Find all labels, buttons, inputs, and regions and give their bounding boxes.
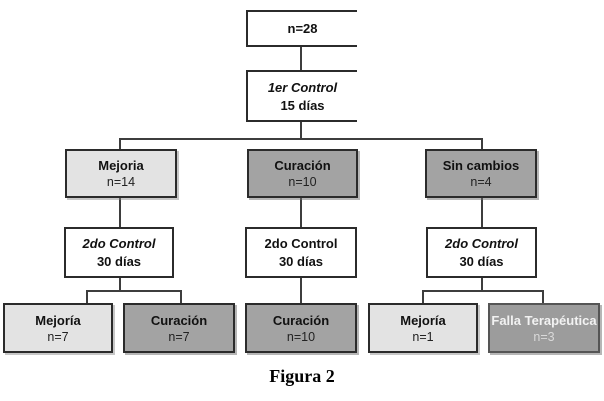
node-2do-control-mid-days: 30 días [278, 254, 324, 269]
node-sin-cambios-n4-count: n=4 [470, 175, 492, 189]
split-stub-falla [542, 290, 544, 304]
node-mejoria-n1-title: Mejoría [400, 312, 446, 328]
node-mejoria-n14-count: n=14 [106, 175, 136, 189]
node-sin-cambios-n4: Sin cambios n=4 [425, 149, 537, 198]
branch-stub-right [481, 138, 483, 150]
node-1er-control-days: 15 días [280, 97, 325, 113]
node-mejoria-n14: Mejoria n=14 [65, 149, 177, 198]
connector-mejoria-to-control2 [119, 198, 121, 227]
node-curacion-n10-outcome-count: n=10 [286, 329, 316, 344]
split-stub-mejoria1 [422, 290, 424, 304]
figure-caption: Figura 2 [269, 366, 335, 386]
node-curacion-n7-count: n=7 [168, 329, 190, 344]
node-mejoria-n7: Mejoría n=7 [3, 303, 113, 353]
connector-control2right-down [481, 278, 483, 291]
node-mejoria-n1: Mejoría n=1 [368, 303, 478, 353]
connector-control1-to-branchline [300, 122, 302, 139]
node-falla-terapeutica-n3: Falla Terapéutica n=3 [488, 303, 600, 353]
node-curacion-n7: Curación n=7 [123, 303, 235, 353]
node-sin-cambios-n4-title: Sin cambios [442, 158, 520, 173]
node-curacion-n7-title: Curación [150, 312, 208, 328]
node-mejoria-n1-count: n=1 [412, 329, 434, 344]
node-total-patients: n=28 [246, 10, 357, 47]
node-2do-control-right-title: 2do Control [445, 236, 518, 251]
connector-control2left-down [119, 278, 121, 291]
node-mejoria-n7-count: n=7 [47, 329, 69, 344]
node-2do-control-right-days: 30 días [459, 254, 504, 269]
node-curacion-n10-outcome-title: Curación [272, 312, 330, 328]
split-line-right [422, 290, 544, 292]
node-2do-control-left-title: 2do Control [82, 236, 156, 251]
node-curacion-n10-outcome: Curación n=10 [245, 303, 357, 353]
branch-line-top [119, 138, 483, 140]
node-2do-control-mid: 2do Control 30 días [245, 227, 357, 278]
node-falla-terapeutica-count: n=3 [533, 329, 555, 344]
node-2do-control-left: 2do Control 30 días [64, 227, 174, 278]
node-1er-control-title: 1er Control [267, 79, 338, 95]
split-stub-curacion7 [180, 290, 182, 304]
connector-total-to-control1 [300, 47, 302, 70]
node-1er-control: 1er Control 15 días [246, 70, 357, 122]
node-falla-terapeutica-title: Falla Terapéutica [491, 312, 597, 328]
connector-sincambios-to-control2 [481, 198, 483, 227]
node-mejoria-n14-title: Mejoria [98, 158, 144, 173]
node-2do-control-left-days: 30 días [96, 254, 142, 269]
node-curacion-n10-count: n=10 [288, 175, 317, 189]
split-stub-mejoria7 [86, 290, 88, 304]
split-line-left [86, 290, 182, 292]
connector-curacion-to-control2 [300, 198, 302, 227]
node-mejoria-n7-title: Mejoría [35, 312, 81, 328]
node-total-label: n=28 [287, 21, 318, 36]
node-2do-control-right: 2do Control 30 días [426, 227, 537, 278]
node-2do-control-mid-title: 2do Control [264, 236, 338, 251]
branch-stub-left [119, 138, 121, 150]
node-curacion-n10-title: Curación [274, 158, 331, 173]
connector-control2mid-to-curacion10 [300, 278, 302, 304]
node-curacion-n10: Curación n=10 [247, 149, 358, 198]
